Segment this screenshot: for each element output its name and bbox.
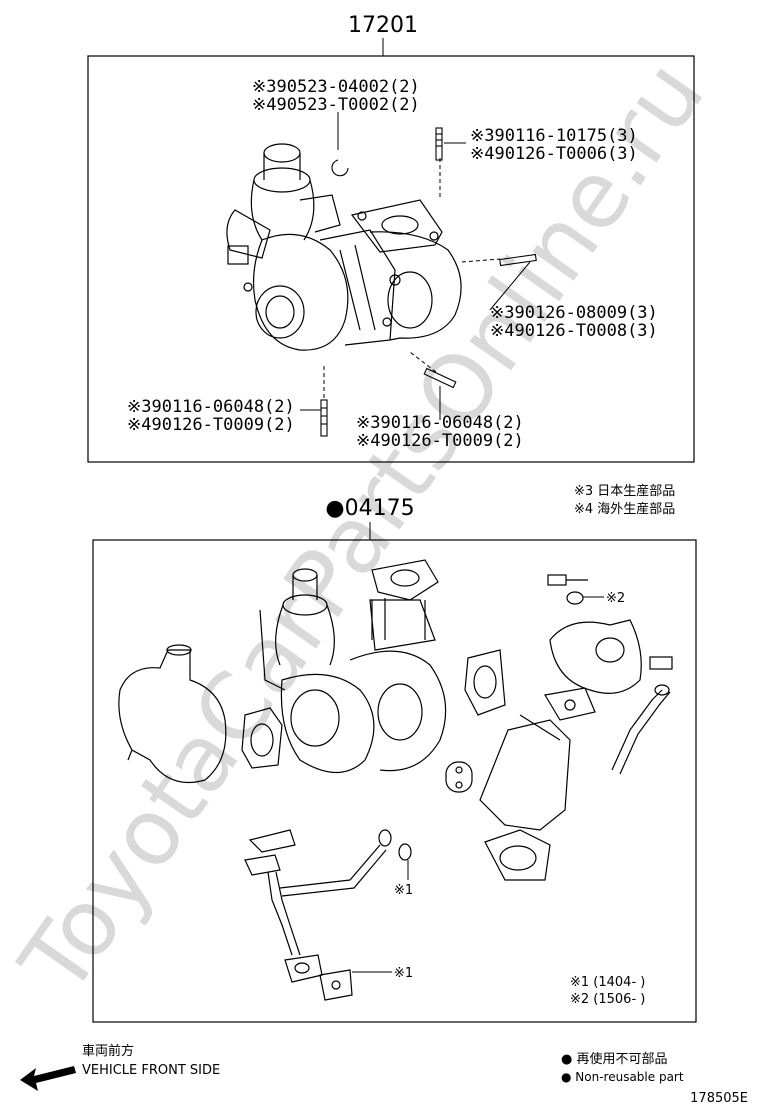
mark-new-type-1b: ※1 <box>394 966 413 981</box>
callout-clip-jp[interactable]: ※390523-04002(2) <box>252 77 420 97</box>
leader-lines-top <box>300 112 531 420</box>
note-overseas-production: ※4 海外生産部品 <box>574 501 675 517</box>
note-japan-production: ※3 日本生産部品 <box>574 483 675 499</box>
date-range-1: ※1 (1404- ) <box>570 975 645 990</box>
top-frame <box>87 55 695 463</box>
callout-clip-overseas[interactable]: ※490523-T0002(2) <box>252 95 420 115</box>
callout-stud-lower-left-jp[interactable]: ※390116-06048(2) <box>127 397 295 417</box>
leader-lines-bottom <box>352 596 604 973</box>
date-range-2: ※2 (1506- ) <box>570 992 645 1007</box>
callout-stud-lower-right-overseas[interactable]: ※490126-T0009(2) <box>356 431 524 451</box>
fasteners-top <box>320 127 537 437</box>
bottom-frame <box>92 539 697 1023</box>
callout-stud-right-overseas[interactable]: ※490126-T0008(3) <box>490 321 658 341</box>
top-part-number[interactable]: 17201 <box>348 13 418 38</box>
mark-new-type-2: ※2 <box>606 591 625 606</box>
turbocharger-kit-exploded <box>118 559 673 1001</box>
callout-stud-right-jp[interactable]: ※390126-08009(3) <box>490 303 658 323</box>
nonreusable-en: ● Non-reusable part <box>561 1070 684 1084</box>
callout-stud-upper-jp[interactable]: ※390116-10175(3) <box>470 126 638 146</box>
figure-id: 178505E <box>690 1091 748 1106</box>
vehicle-front-en: VEHICLE FRONT SIDE <box>82 1063 220 1078</box>
callout-stud-upper-overseas[interactable]: ※490126-T0006(3) <box>470 144 638 164</box>
callout-stud-lower-right-jp[interactable]: ※390116-06048(2) <box>356 413 524 433</box>
watermark: ToyotaCarPartsOnline.ru <box>0 42 725 1014</box>
vehicle-front-jp: 車両前方 <box>82 1043 134 1059</box>
turbocharger-assembly-top <box>226 143 462 351</box>
vehicle-front-arrow-icon <box>20 1066 76 1091</box>
nonreusable-jp: ● 再使用不可部品 <box>561 1051 667 1067</box>
bottom-part-number[interactable]: ●04175 <box>325 496 414 521</box>
callout-stud-lower-left-overseas[interactable]: ※490126-T0009(2) <box>127 415 295 435</box>
mark-new-type-1a: ※1 <box>394 883 413 898</box>
